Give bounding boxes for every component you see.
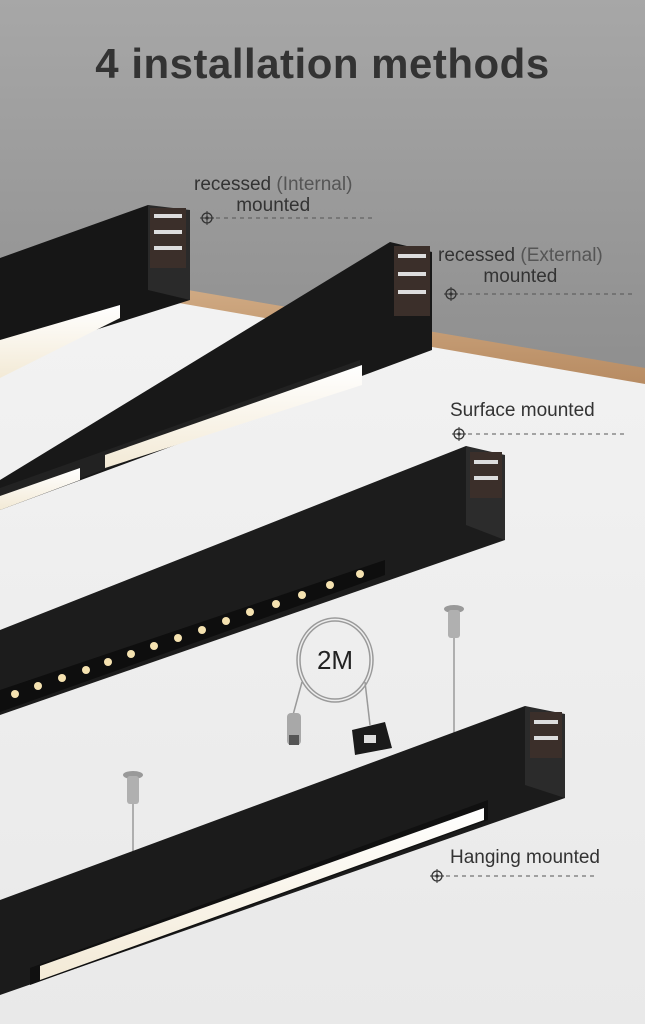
profile-hanging <box>0 706 565 995</box>
label-line1: Surface mounted <box>450 400 595 421</box>
ceiling-anchor-right <box>444 605 464 740</box>
label-line2: mounted <box>483 266 558 287</box>
profile-recessed-external <box>0 242 432 510</box>
page-title: 4 installation methods <box>95 40 550 87</box>
profile-recessed-internal <box>0 205 190 378</box>
hanging-cable-coil <box>292 617 374 726</box>
label-line1-b: (Internal) <box>271 174 353 195</box>
label-hanging: Hanging mounted <box>450 847 600 868</box>
marker-recessed-external <box>444 287 636 301</box>
label-line1-a: recessed <box>438 245 516 266</box>
label-surface: Surface mounted <box>450 400 595 421</box>
ceiling-anchor-small <box>287 713 301 745</box>
label-line1-a: recessed <box>194 174 272 195</box>
label-line1: Hanging mounted <box>450 847 600 868</box>
spot-led-row <box>11 570 364 698</box>
marker-surface <box>452 427 624 441</box>
profile-surface <box>0 446 505 715</box>
profile-clip <box>352 722 392 755</box>
cable-length-label: 2M <box>317 645 353 675</box>
label-line2: mounted <box>236 195 311 216</box>
label-recessed-internal: recessed (Internal) mounted <box>194 174 352 216</box>
label-recessed-external: recessed (External) mounted <box>438 245 603 287</box>
label-line1-b: (External) <box>515 245 603 266</box>
marker-hanging <box>430 869 596 883</box>
marker-recessed-internal <box>200 211 372 225</box>
